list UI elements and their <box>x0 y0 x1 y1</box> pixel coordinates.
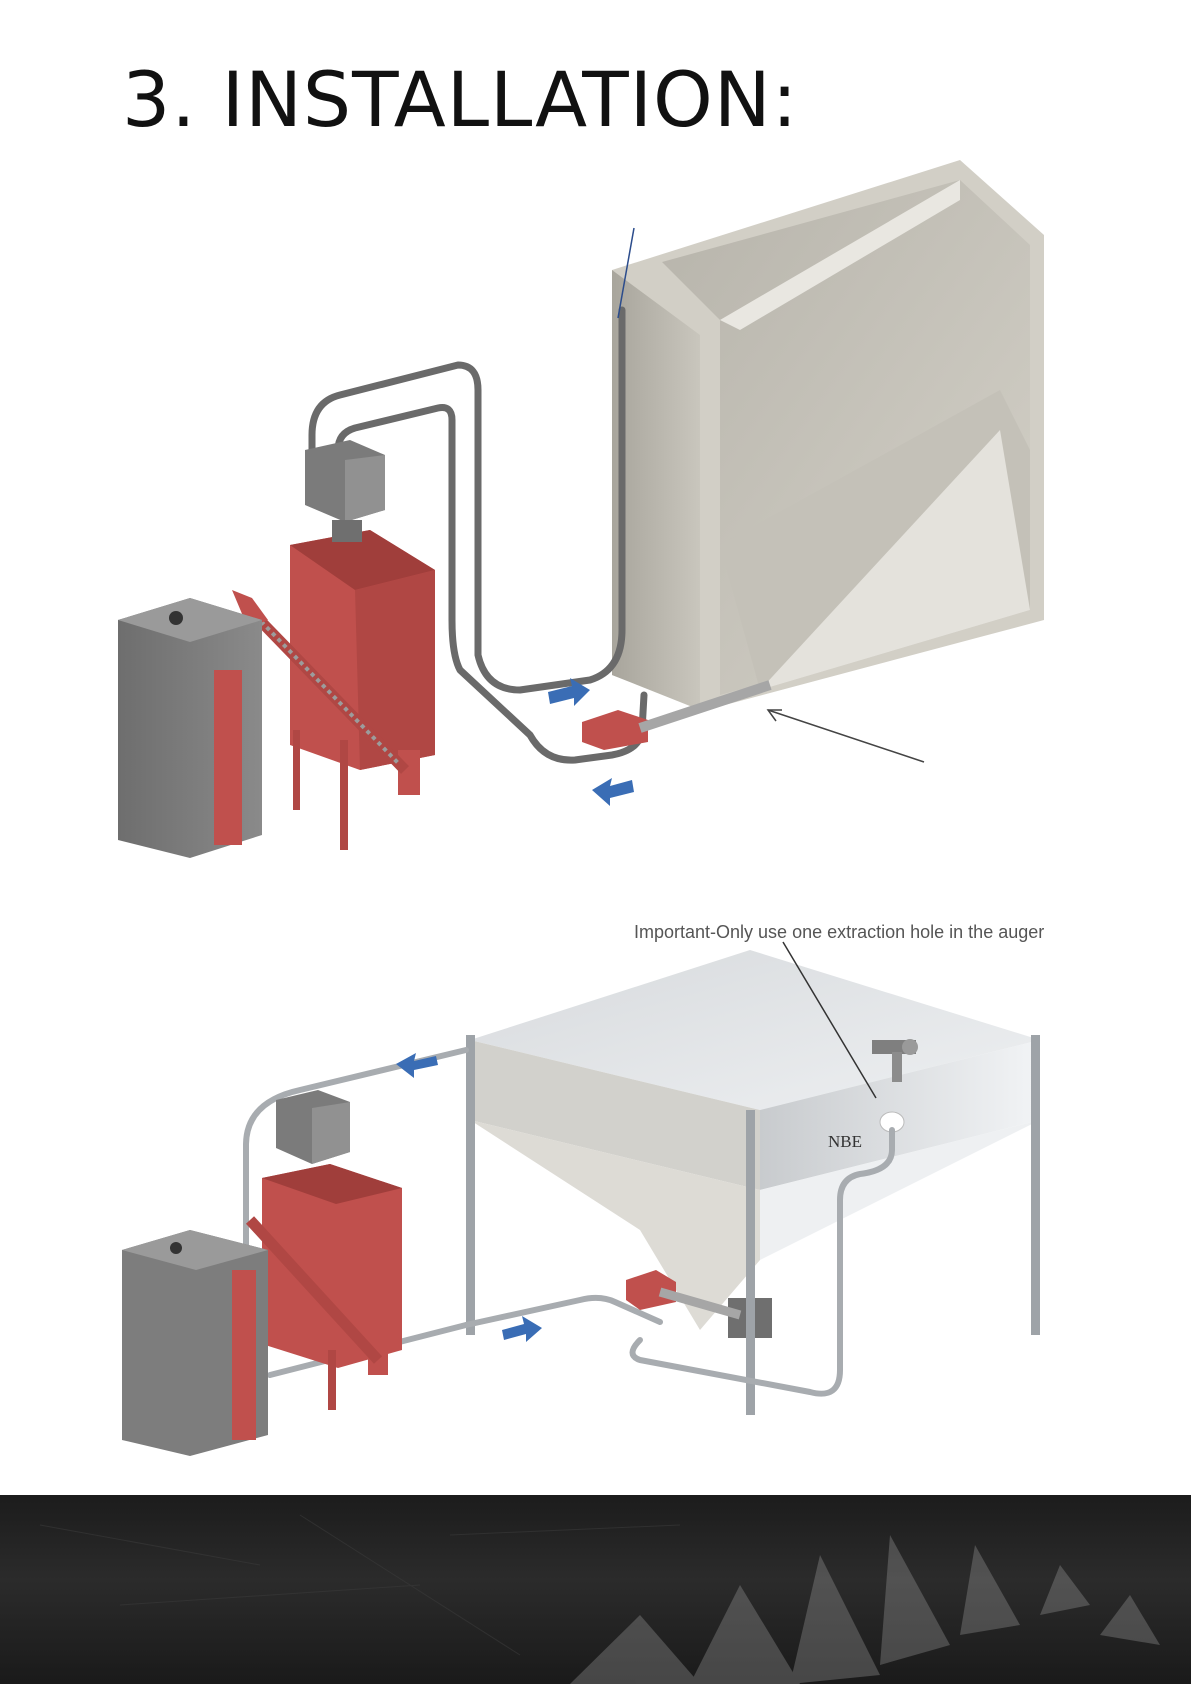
silo-boiler <box>122 1230 268 1456</box>
silo-installation-illustration: NBE <box>0 930 1191 1460</box>
vacuum-separator <box>305 440 385 542</box>
page-title: 3. INSTALLATION: <box>122 62 798 138</box>
callout-line-auger <box>768 710 924 762</box>
footer-texture <box>0 1495 1191 1684</box>
silo-vacuum-separator <box>276 1090 350 1164</box>
room-installation-illustration <box>0 150 1191 870</box>
installation-figure-room: Important-Only use one extraction hole i… <box>0 150 1191 870</box>
silo: NBE <box>466 950 1040 1415</box>
pellet-storage-room <box>612 160 1044 710</box>
silo-logo: NBE <box>828 1132 862 1151</box>
hopper <box>290 530 435 850</box>
boiler <box>118 598 262 858</box>
flow-arrow-left <box>592 778 634 806</box>
footer-decorative-band <box>0 1495 1191 1684</box>
installation-figure-silo: NBE <box>0 930 1191 1460</box>
silo-flow-arrow-right <box>502 1316 542 1342</box>
